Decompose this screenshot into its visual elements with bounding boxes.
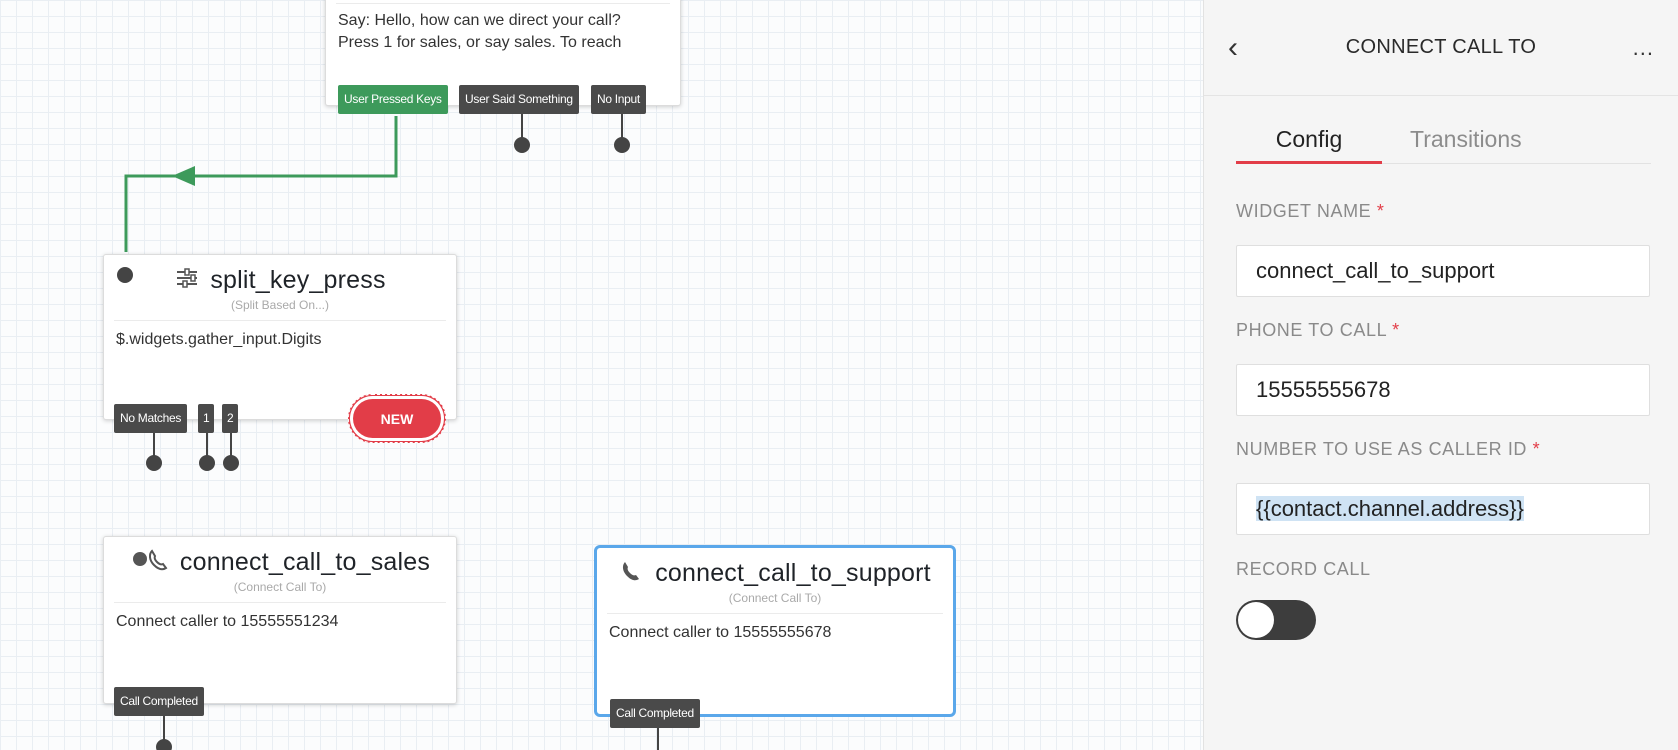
widget-divider [607, 613, 943, 614]
widget-body: $.widgets.gather_input.Digits [116, 331, 322, 348]
connector-handle[interactable] [223, 455, 239, 471]
widget-title: connect_call_to_support [655, 559, 931, 587]
gather-input-widget[interactable]: Say: Hello, how can we direct your call?… [325, 0, 681, 106]
transition-2[interactable]: 2 [222, 404, 239, 433]
transition-call-completed[interactable]: Call Completed [114, 687, 204, 716]
split-key-press-widget[interactable]: split_key_press (Split Based On...) $.wi… [103, 254, 457, 420]
input-handle[interactable] [117, 267, 133, 283]
widget-type: (Connect Call To) [728, 591, 822, 605]
toggle-knob [1238, 602, 1274, 638]
required-mark: * [1376, 201, 1385, 221]
connector-handle[interactable] [199, 455, 215, 471]
widget-type: (Split Based On...) [230, 298, 330, 312]
required-mark: * [1392, 320, 1400, 340]
green-connection-wire [124, 116, 398, 252]
phone-to-call-label: PHONE TO CALL * [1236, 320, 1400, 341]
connector-stem [657, 728, 659, 750]
widget-title: connect_call_to_sales [179, 548, 431, 576]
widget-body: Connect caller to 15555555678 [609, 624, 832, 641]
split-icon [174, 265, 200, 296]
more-options-icon[interactable]: ... [1632, 34, 1654, 60]
transition-no-matches[interactable]: No Matches [114, 404, 188, 433]
new-badge: NEW [348, 394, 446, 443]
phone-to-call-label-text: PHONE TO CALL [1236, 320, 1387, 340]
widget-body: Connect caller to 15555551234 [116, 613, 339, 630]
widget-name-label: WIDGET NAME * [1236, 201, 1385, 222]
transition-call-completed[interactable]: Call Completed [610, 699, 700, 728]
transition-user-pressed-keys[interactable]: User Pressed Keys [338, 85, 448, 114]
panel-tabs: Config Transitions [1236, 118, 1651, 164]
widget-name-label-text: WIDGET NAME [1236, 201, 1372, 221]
phone-icon [619, 558, 645, 589]
connection-arrow-icon [172, 166, 195, 186]
widget-config-panel: ‹ CONNECT CALL TO ... Config Transitions… [1203, 0, 1678, 750]
connector-stem [206, 433, 208, 459]
flow-canvas[interactable]: Say: Hello, how can we direct your call?… [0, 0, 1203, 750]
panel-title: CONNECT CALL TO [1345, 36, 1537, 58]
widget-divider [336, 3, 670, 4]
transition-1[interactable]: 1 [198, 404, 215, 433]
connector-stem [153, 433, 155, 459]
gather-widget-text: Say: Hello, how can we direct your call?… [338, 12, 622, 51]
widget-type: (Connect Call To) [233, 580, 327, 594]
tab-transitions[interactable]: Transitions [1410, 126, 1522, 152]
caller-id-input[interactable]: {{contact.channel.address}} [1236, 483, 1650, 535]
widget-name-input[interactable] [1236, 245, 1650, 297]
connector-handle[interactable] [146, 455, 162, 471]
connection-wires [124, 116, 398, 252]
connector-handle[interactable] [156, 739, 172, 750]
caller-id-value: {{contact.channel.address}} [1256, 496, 1524, 521]
connector-stem [230, 433, 232, 459]
connector-stem [521, 114, 523, 142]
transition-user-said-something[interactable]: User Said Something [459, 85, 579, 114]
tab-config[interactable]: Config [1236, 118, 1382, 164]
record-call-toggle[interactable] [1236, 600, 1316, 640]
connector-stem [163, 716, 165, 746]
widget-title: split_key_press [210, 266, 386, 294]
widget-divider [114, 602, 446, 603]
transition-no-input[interactable]: No Input [591, 85, 646, 114]
phone-icon [130, 547, 170, 578]
back-chevron-icon[interactable]: ‹ [1228, 30, 1238, 64]
connector-stem [621, 114, 623, 142]
panel-header: ‹ CONNECT CALL TO ... [1204, 0, 1678, 96]
connector-handle[interactable] [614, 137, 630, 153]
caller-id-label: NUMBER TO USE AS CALLER ID * [1236, 439, 1540, 460]
caller-id-label-text: NUMBER TO USE AS CALLER ID [1236, 439, 1528, 459]
connector-handle[interactable] [514, 137, 530, 153]
connect-call-to-sales-widget[interactable]: connect_call_to_sales (Connect Call To) … [103, 536, 457, 704]
record-call-label: RECORD CALL [1236, 559, 1371, 579]
widget-divider [114, 320, 446, 321]
phone-to-call-input[interactable] [1236, 364, 1650, 416]
required-mark: * [1532, 439, 1541, 459]
connect-call-to-support-widget[interactable]: connect_call_to_support (Connect Call To… [594, 545, 956, 717]
